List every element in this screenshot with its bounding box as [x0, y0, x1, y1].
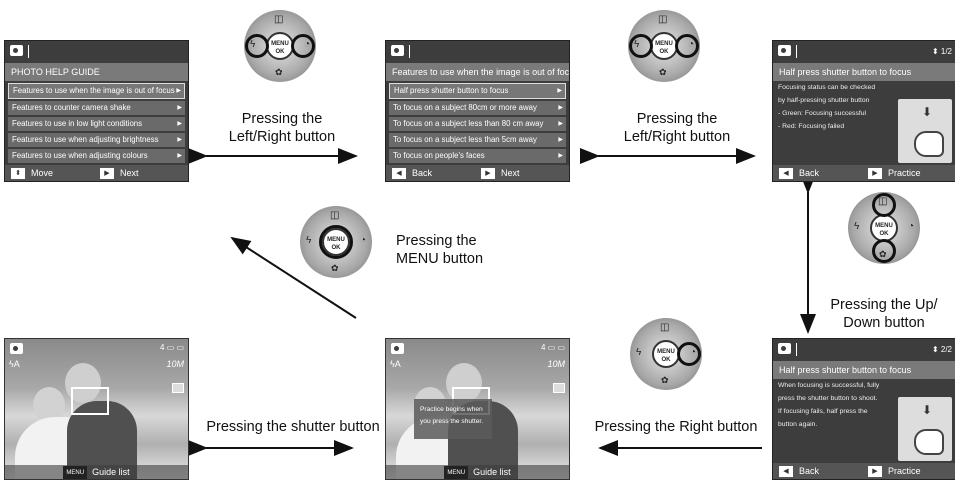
camera-mode-icon [10, 45, 23, 56]
camera-mode-icon [778, 343, 791, 354]
menu-item[interactable]: Features to use in low light conditions▶ [8, 117, 185, 131]
arrow-right-icon: ▶ [177, 121, 182, 127]
next-button[interactable]: ▶Next [481, 167, 520, 180]
practice-button[interactable]: ▶Practice [868, 465, 921, 478]
white-balance-icon [172, 383, 184, 393]
back-button[interactable]: ◀Back [779, 167, 819, 180]
help-text: Focusing status can be checked by half-p… [778, 84, 876, 130]
arrow-right-icon: ▶ [558, 137, 563, 143]
image-size: 10M [166, 359, 184, 369]
screen-title: Half press shutter button to focus [773, 63, 955, 81]
highlight-right [291, 34, 315, 58]
button-bar: ◀Back ▶Next [386, 165, 569, 181]
menu-item[interactable]: Half press shutter button to focus▶ [389, 83, 566, 99]
arrow-right-icon: ▶ [177, 137, 182, 143]
image-size: 10M [547, 359, 565, 369]
arrow-right-icon: ▶ [558, 105, 563, 111]
move-button[interactable]: ⬍Move [11, 167, 53, 180]
screen-out-of-focus: Features to use when the image is out of… [385, 40, 570, 182]
practice-button[interactable]: ▶Practice [868, 167, 921, 180]
arrow-right-icon: ▶ [557, 88, 562, 94]
page-indicator: ⬍ 2/2 [931, 345, 952, 354]
highlight-up [872, 193, 896, 217]
menu-item[interactable]: To focus on a subject less than 80 cm aw… [389, 117, 566, 131]
menu-item[interactable]: Features to use when adjusting colours▶ [8, 149, 185, 163]
camera-mode-icon [778, 45, 791, 56]
menu-item[interactable]: Features to counter camera shake▶ [8, 101, 185, 115]
label-shutter: Pressing the shutter button [206, 419, 380, 435]
arrow-menu [230, 236, 357, 319]
remaining-shots: 4 ▭ ▭ [159, 343, 184, 352]
photo-preview-practice: 4 ▭ ▭ 10M ϟA Practice begins when you pr… [385, 338, 570, 480]
menu-item[interactable]: Features to use when adjusting brightnes… [8, 133, 185, 147]
highlight-right [677, 342, 701, 366]
highlight-right [675, 34, 699, 58]
screen-title: Half press shutter button to focus [773, 361, 955, 379]
camera-mode-icon [391, 343, 404, 354]
focus-frame [71, 387, 109, 415]
highlight-center [319, 225, 353, 259]
flash-auto-icon: ϟA [390, 359, 401, 369]
right-icon: ▶ [100, 168, 114, 180]
shutter-hand-illustration: ⬇ [898, 397, 952, 461]
page-indicator: ⬍ 1/2 [931, 47, 952, 56]
label-up-down: Pressing the Up/Down button [830, 297, 938, 331]
screen-photo-help-guide: PHOTO HELP GUIDE Features to use when th… [4, 40, 189, 182]
arrow-right-icon: ▶ [177, 105, 182, 111]
menu-item[interactable]: To focus on a subject less than 5cm away… [389, 133, 566, 147]
menu-item[interactable]: To focus on people's faces▶ [389, 149, 566, 163]
white-balance-icon [553, 383, 565, 393]
label-right: Pressing the Right button [594, 419, 758, 435]
back-button[interactable]: ◀Back [392, 167, 432, 180]
screen-title: Features to use when the image is out of… [386, 63, 569, 81]
arrow-right-icon: ▶ [558, 153, 563, 159]
remaining-shots: 4 ▭ ▭ [540, 343, 565, 352]
arrow-right-icon: ▶ [177, 153, 182, 159]
left-icon: ◀ [779, 466, 793, 478]
shutter-hand-illustration: ⬇ [898, 99, 952, 163]
right-icon: ▶ [868, 168, 882, 180]
highlight-down [872, 239, 896, 263]
left-icon: ◀ [779, 168, 793, 180]
arrow-right-icon: ▶ [558, 121, 563, 127]
camera-mode-icon [391, 45, 404, 56]
screen-help-page-2: ⬍ 2/2 Half press shutter button to focus… [772, 338, 955, 480]
camera-mode-icon [10, 343, 23, 354]
button-bar: ◀Back ▶Practice [773, 165, 955, 181]
up-down-icon: ⬍ [11, 168, 25, 180]
highlight-left [245, 34, 269, 58]
screen-help-page-1: ⬍ 1/2 Half press shutter button to focus… [772, 40, 955, 182]
highlight-left [629, 34, 653, 58]
right-icon: ▶ [481, 168, 495, 180]
right-icon: ▶ [868, 466, 882, 478]
screen-title: PHOTO HELP GUIDE [5, 63, 188, 81]
flash-auto-icon: ϟA [9, 359, 20, 369]
arrow-right-icon: ▶ [176, 88, 181, 94]
help-text: When focusing is successful, fully press… [778, 382, 880, 428]
left-icon: ◀ [392, 168, 406, 180]
button-bar: ⬍Move ▶Next [5, 165, 188, 181]
practice-note: Practice begins when you press the shutt… [414, 399, 492, 439]
menu-item[interactable]: Features to use when the image is out of… [8, 83, 185, 99]
button-bar: ◀Back ▶Practice [773, 463, 955, 479]
menu-item[interactable]: To focus on a subject 80cm or more away▶ [389, 101, 566, 115]
next-button[interactable]: ▶Next [100, 167, 139, 180]
back-button[interactable]: ◀Back [779, 465, 819, 478]
